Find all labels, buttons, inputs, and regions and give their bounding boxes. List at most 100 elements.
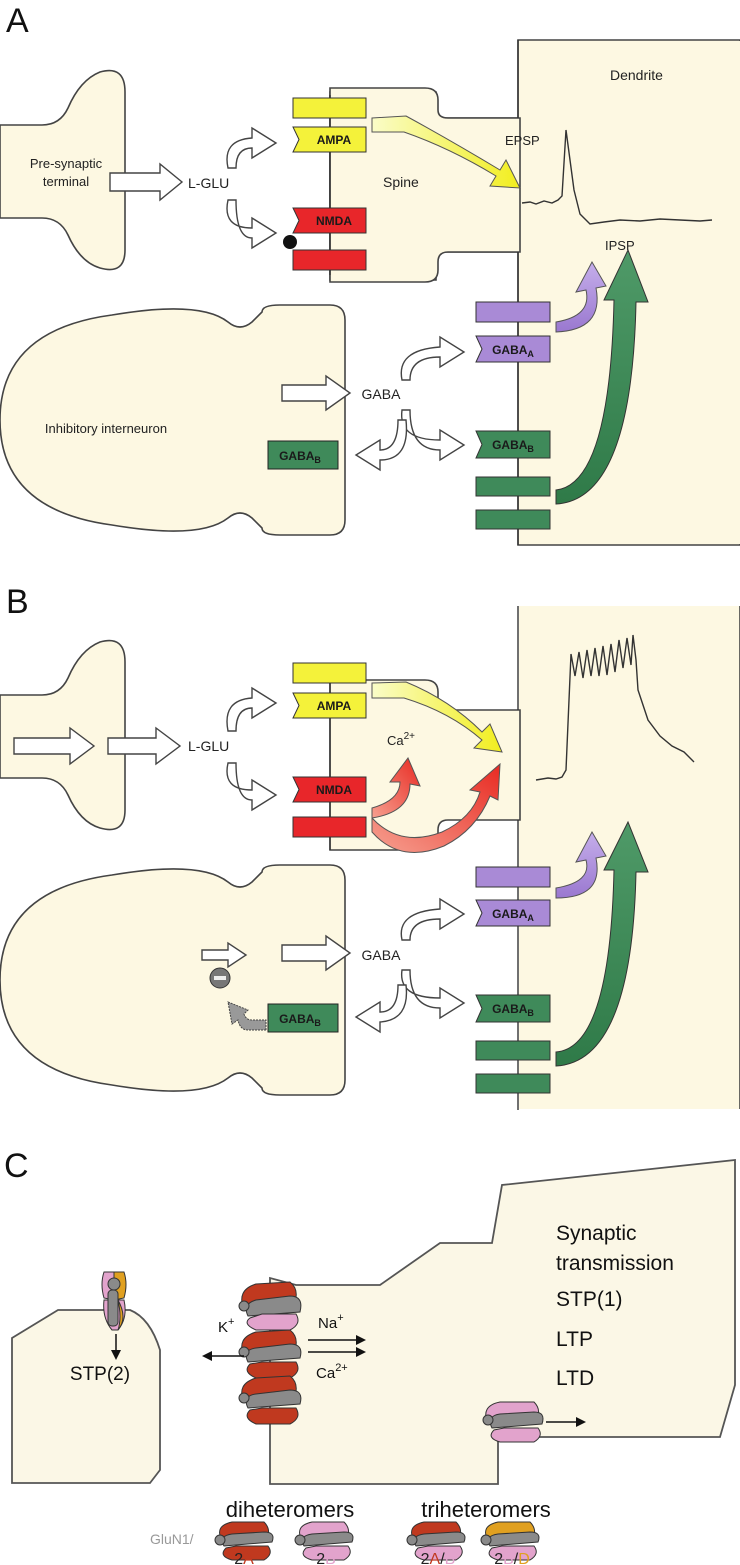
panel-a: A Dendrite Spine Pre-synaptic terminal L… <box>0 2 740 546</box>
gabab-autoreceptor-a <box>267 440 339 470</box>
epsp-label: EPSP <box>505 133 540 148</box>
ampa-label-a: AMPA <box>317 133 352 147</box>
ampa-receptor-b <box>292 692 367 719</box>
burst-trace <box>535 634 695 781</box>
k-label: K+ <box>218 1316 234 1336</box>
gaba-label-b: GABA <box>362 947 402 963</box>
presynaptic-terminal-c <box>11 1309 161 1484</box>
ampa-block-top-a <box>292 97 367 119</box>
legend-2bd-label: 2B/D <box>494 1551 530 1565</box>
extrasynaptic-receptor <box>482 1401 544 1443</box>
postsynaptic-receptor-2 <box>238 1329 302 1379</box>
legend-2bd-icon <box>480 1521 540 1561</box>
gabaa-block-top-b <box>475 866 551 888</box>
gabaa-receptor-b <box>475 899 551 927</box>
presynaptic-arrow-head <box>111 1350 121 1360</box>
gaba-release-arrow-b <box>281 934 352 972</box>
gabab-label-a: GABAB <box>492 438 534 454</box>
postsynaptic-receptor-3 <box>238 1375 302 1425</box>
gabab-arrow-b <box>555 820 649 1067</box>
interneuron-label: Inhibitory interneuron <box>45 421 167 436</box>
gabaa-label-a: GABAA <box>492 343 534 359</box>
gabaa-receptor-a <box>475 335 551 363</box>
nmda-label-a: NMDA <box>316 214 352 228</box>
gabab-ipsp-arrow-a <box>555 248 649 505</box>
panel-b: B L-GLU AMPA NMDA Ca2+ GABA <box>0 583 740 1110</box>
gabab-receptor-a <box>475 430 551 459</box>
gaba-release-arrow-a <box>281 374 352 412</box>
gaba-to-gabaa-arrow-b <box>400 897 466 941</box>
panel-c: C STP(2) <box>4 1147 736 1565</box>
gabab-autoreceptor-label-a: GABAB <box>279 449 321 465</box>
gabaa-label-b: GABAA <box>492 907 534 923</box>
gaba-to-autoreceptor-arrow-a <box>354 419 408 472</box>
lglu-label-b: L-GLU <box>188 738 229 754</box>
gabab-block-mid-a <box>475 476 551 497</box>
ltp-label: LTP <box>556 1328 593 1351</box>
synaptic-label-1: Synaptic <box>556 1222 637 1245</box>
lglu-to-ampa-arrow-a <box>226 126 278 169</box>
ampa-block-top-b <box>292 662 367 684</box>
action-potential-arrow-b <box>13 726 96 766</box>
nmda-block-bottom-b <box>292 816 367 838</box>
autoreceptor-feedback-arrow-b <box>227 1001 267 1031</box>
release-arrow-b <box>107 726 182 766</box>
panel-c-letter: C <box>4 1147 29 1185</box>
na-influx-arrowhead <box>356 1335 366 1345</box>
gabaa-ipsp-arrow-a <box>555 260 607 333</box>
spine-a <box>329 87 521 283</box>
stp1-label: STP(1) <box>556 1288 623 1311</box>
gabab-block-mid-b <box>475 1040 551 1061</box>
epsp-trace <box>521 129 713 225</box>
ipsp-label: IPSP <box>605 238 635 253</box>
diheteromers-label: diheteromers <box>226 1497 354 1522</box>
inhibitory-interneuron-a <box>0 304 346 536</box>
gaba-to-autoreceptor-arrow-b <box>354 984 408 1034</box>
postsynaptic-cell-c <box>269 1158 736 1485</box>
mg-block-icon <box>283 235 297 249</box>
nmda-label-b: NMDA <box>316 783 352 797</box>
ca-label-c: Ca2+ <box>316 1362 348 1382</box>
gabaa-arrow-b <box>555 830 607 899</box>
weakened-release-arrow-b <box>201 941 248 969</box>
nmda-receptor-a <box>292 207 367 234</box>
panel-a-letter: A <box>6 2 29 40</box>
nmda-receptor-b <box>292 776 367 803</box>
nmda-arrow-b <box>371 762 501 853</box>
synaptic-label-2: transmission <box>556 1252 674 1275</box>
presynaptic-terminal-a <box>0 69 126 271</box>
ca-influx-arrow-b <box>371 757 421 819</box>
ampa-label-b: AMPA <box>317 699 352 713</box>
gaba-to-gabab-arrow-b <box>401 969 466 1020</box>
legend-2b-icon <box>294 1521 354 1561</box>
lglu-to-ampa-arrow-b <box>226 686 278 732</box>
lglu-label-a: L-GLU <box>188 175 229 191</box>
presynaptic-receptor-icon <box>101 1271 127 1331</box>
gaba-label-a: GABA <box>362 386 402 402</box>
nmda-block-bottom-a <box>292 249 367 271</box>
ca-influx-arrowhead <box>356 1347 366 1357</box>
lglu-to-nmda-arrow-b <box>226 762 278 812</box>
gaba-to-gabaa-arrow-a <box>400 335 466 381</box>
gabab-autoreceptor-b <box>267 1003 339 1033</box>
dendrite-label: Dendrite <box>610 67 663 83</box>
legend-2b-label: 2B <box>316 1551 336 1565</box>
gabab-block-bottom-a <box>475 509 551 530</box>
lglu-to-nmda-arrow-a <box>226 199 278 250</box>
stp2-label: STP(2) <box>70 1364 130 1385</box>
inhibitory-interneuron-b <box>0 864 346 1096</box>
gaba-to-gabab-arrow-a <box>400 409 466 462</box>
minus-sign <box>214 976 226 980</box>
triheteromers-label: triheteromers <box>421 1497 551 1522</box>
legend-2a-icon <box>214 1521 274 1561</box>
ampa-receptor-a <box>292 126 367 153</box>
gabab-autoreceptor-label-b: GABAB <box>279 1012 321 1028</box>
gabab-block-bottom-b <box>475 1073 551 1094</box>
gabab-receptor-b <box>475 994 551 1023</box>
postsynaptic-receptor-1 <box>238 1281 302 1331</box>
extrasynaptic-arrowhead <box>576 1417 586 1427</box>
presynaptic-terminal-b <box>0 639 126 831</box>
spine-label: Spine <box>383 174 419 190</box>
k-efflux-arrowhead <box>202 1351 212 1361</box>
